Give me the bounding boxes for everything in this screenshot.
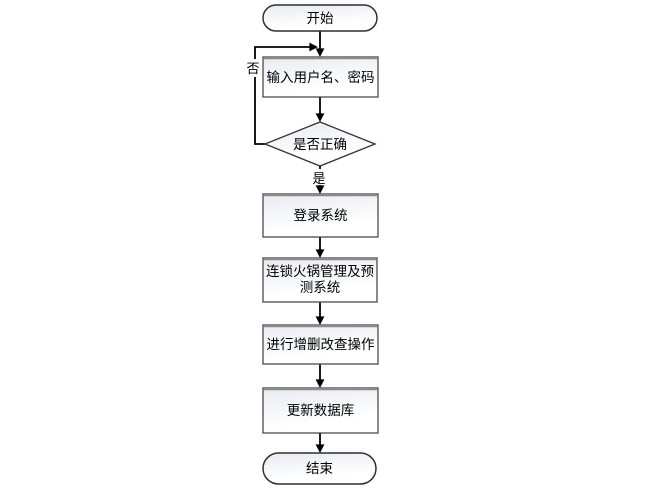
node-start-label: 开始 xyxy=(307,11,334,27)
connector-start-to-input xyxy=(315,31,325,57)
edge-label-yes: 是 xyxy=(312,172,325,187)
arrowhead-down-icon xyxy=(315,113,325,122)
node-update-database: 更新数据库 xyxy=(262,387,379,434)
node-end: 结束 xyxy=(262,452,377,485)
arrowhead-right-icon xyxy=(309,42,318,52)
node-is-correct-label: 是否正确 xyxy=(293,137,347,153)
connector-crud-to-update xyxy=(315,364,325,388)
connector-no-loop: 否 xyxy=(245,42,318,145)
arrowhead-down-icon xyxy=(315,379,325,388)
connector-system-to-crud xyxy=(315,302,325,325)
node-input-credentials: 输入用户名、密码 xyxy=(262,56,379,98)
connector-decision-to-login: 是 xyxy=(311,166,327,194)
node-crud-operations-label: 进行增删改查操作 xyxy=(267,337,375,353)
node-management-system: 连锁火锅管理及预 测系统 xyxy=(262,257,378,303)
arrowhead-down-icon xyxy=(315,249,325,258)
node-end-label: 结束 xyxy=(306,461,333,477)
node-start: 开始 xyxy=(262,4,378,32)
node-input-credentials-label: 输入用户名、密码 xyxy=(267,69,375,86)
node-update-database-label: 更新数据库 xyxy=(287,403,355,419)
arrowhead-down-icon xyxy=(315,444,325,453)
connector-login-to-system xyxy=(315,237,325,258)
node-login-system: 登录系统 xyxy=(262,193,379,238)
edge-label-no: 否 xyxy=(246,62,259,77)
connector-input-to-decision xyxy=(315,97,325,122)
node-crud-operations: 进行增删改查操作 xyxy=(262,324,379,365)
node-login-system-label: 登录系统 xyxy=(294,208,348,224)
node-management-system-label-line1: 连锁火锅管理及预 xyxy=(266,264,374,280)
arrowhead-down-icon xyxy=(315,48,325,57)
node-is-correct: 是否正确 xyxy=(263,121,377,167)
connector-update-to-end xyxy=(315,433,325,453)
arrowhead-down-icon xyxy=(315,316,325,325)
node-management-system-label-line2: 测系统 xyxy=(300,280,341,296)
arrowhead-down-icon xyxy=(315,185,325,194)
